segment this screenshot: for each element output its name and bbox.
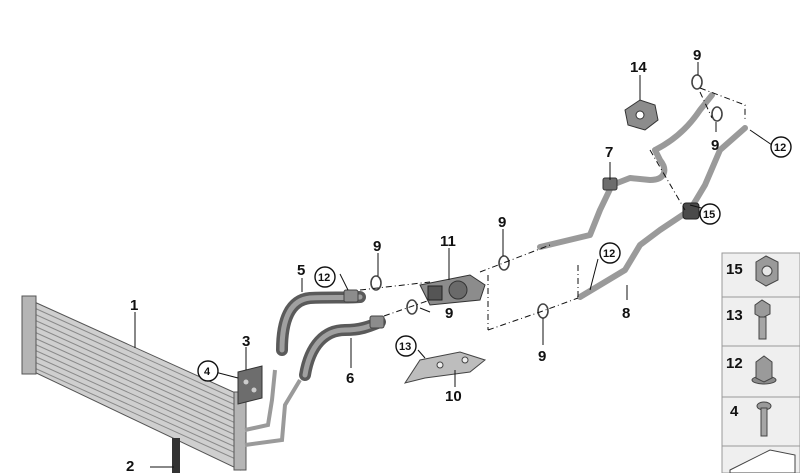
callout-8: 8 [622,305,630,322]
callout-7: 7 [605,144,613,161]
flange-nut-icon [751,355,777,385]
callout-15: 15 [703,209,715,221]
callout-2: 2 [126,458,134,473]
callout-9-f: 9 [711,137,719,154]
callout-9-d: 9 [538,348,546,365]
mounting-bracket [237,365,263,405]
callout-9-a: 9 [373,238,381,255]
callout-12-b: 12 [603,248,615,260]
legend-label-15: 15 [726,261,743,278]
callout-13: 13 [399,341,411,353]
callout-1: 1 [130,297,138,314]
callout-12-c: 12 [774,142,786,154]
torx-screw-icon [756,401,772,437]
hex-nut-icon [755,255,779,287]
legend-label-12: 12 [726,355,743,372]
callout-5: 5 [297,262,305,279]
thermostat-housing [419,274,486,306]
legend-label-4: 4 [730,403,739,420]
callout-12-a: 12 [318,272,330,284]
fastener-legend: 15 13 12 4 [721,252,800,473]
callout-14: 14 [630,59,647,76]
oil-cooler-line-return [537,147,668,250]
hex-bolt-icon [754,299,771,340]
oil-cooler-line-feed [577,125,748,300]
callout-9-e: 9 [693,47,701,64]
callout-9-c: 9 [498,214,506,231]
transmission-oil-cooler [21,295,247,471]
holder-bracket [403,351,487,384]
callout-4: 4 [204,366,211,378]
pipe-holder-plate [624,99,659,131]
callout-11: 11 [440,233,456,250]
callout-3: 3 [242,333,250,350]
callout-10: 10 [445,388,462,405]
callout-9-b: 9 [445,305,453,322]
callout-6: 6 [346,370,354,387]
legend-label-13: 13 [726,307,743,324]
